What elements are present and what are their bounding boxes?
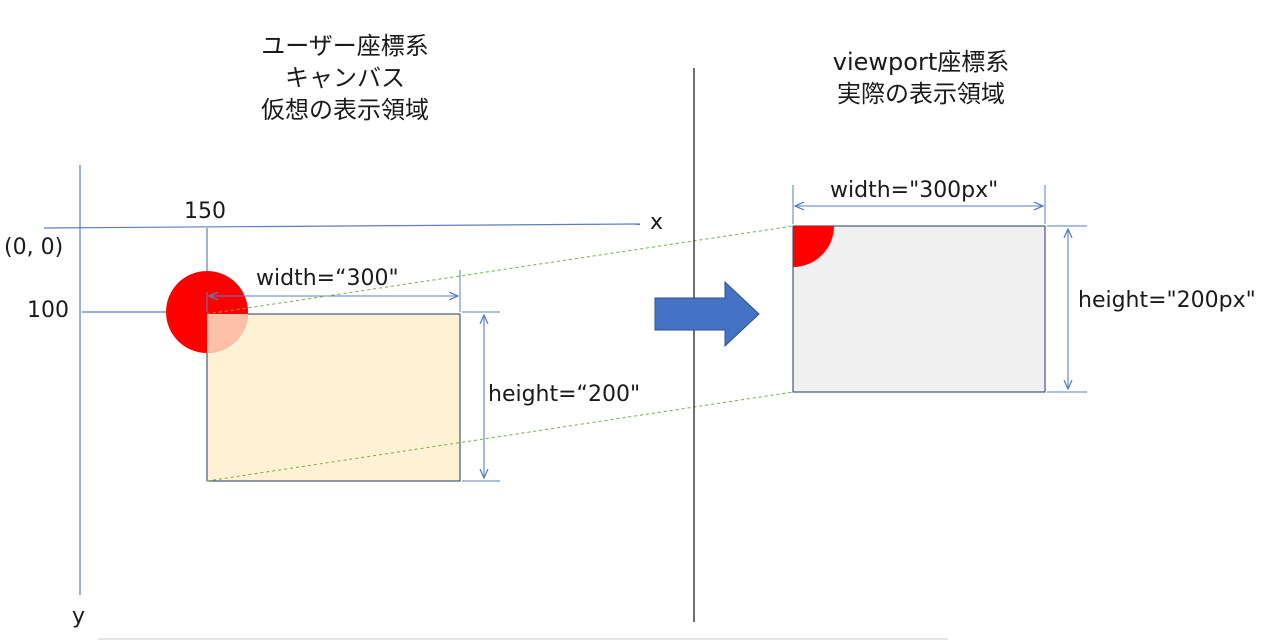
viewport-width-label: width="300px" bbox=[830, 178, 999, 203]
origin-label: (0, 0) bbox=[4, 235, 64, 260]
y-tick-label: 100 bbox=[27, 298, 69, 323]
x-axis-label: x bbox=[650, 210, 664, 235]
x-axis-line bbox=[43, 223, 641, 229]
viewport-title-line: viewport座標系 bbox=[832, 48, 1010, 76]
user-space-title-line: ユーザー座標系 bbox=[261, 32, 429, 60]
user-width-label: width=“300" bbox=[256, 266, 399, 291]
projection-line-top bbox=[206, 225, 794, 315]
viewport-title: viewport座標系 実際の表示領域 bbox=[833, 46, 1009, 110]
user-space-rect bbox=[206, 313, 461, 482]
circle-overlap bbox=[207, 314, 248, 353]
projection-line-bottom bbox=[206, 391, 794, 482]
x-tick-label: 150 bbox=[184, 199, 226, 224]
user-height-label: height=“200" bbox=[488, 382, 641, 407]
user-space-title-line: 仮想の表示領域 bbox=[261, 96, 429, 124]
y-axis-label: y bbox=[72, 604, 86, 629]
viewport-circle-quarter bbox=[793, 226, 834, 267]
viewport-rect bbox=[792, 225, 1046, 393]
user-space-title: ユーザー座標系 キャンバス 仮想の表示領域 bbox=[261, 30, 429, 126]
viewport-title-line: 実際の表示領域 bbox=[837, 80, 1005, 108]
transform-arrow bbox=[654, 280, 760, 348]
viewport-height-label: height="200px" bbox=[1078, 288, 1256, 313]
user-space-title-line: キャンバス bbox=[285, 64, 405, 92]
